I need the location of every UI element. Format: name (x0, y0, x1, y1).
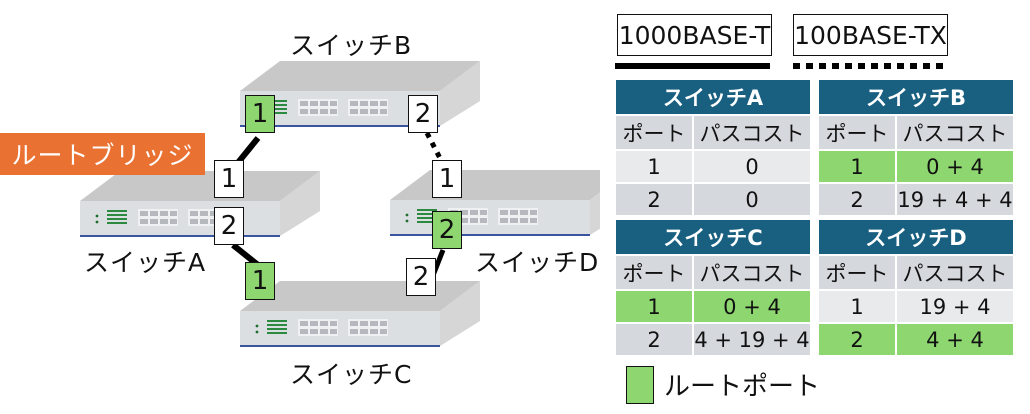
table-title: スイッチC (616, 220, 810, 254)
port-b1: 1 (245, 95, 275, 133)
root-port-legend-label: ルートポート (664, 372, 821, 402)
switch-d-device (389, 169, 600, 236)
table-title: スイッチD (819, 220, 1013, 254)
port-b2: 2 (408, 95, 438, 133)
port-d2: 2 (432, 211, 462, 249)
col-cost-header: パスコスト (694, 254, 810, 289)
network-diagram (79, 60, 600, 347)
switch-d-label: スイッチD (475, 248, 600, 277)
switch-b-label: スイッチB (290, 31, 413, 60)
legend-100base-tx: 100BASE-TX (793, 14, 948, 56)
root-bridge-badge: ルートブリッジ (0, 133, 205, 175)
col-cost-header: パスコスト (694, 114, 810, 149)
root-port-swatch (626, 366, 654, 404)
port-d1: 1 (432, 160, 462, 198)
switch-a-device (79, 170, 321, 237)
port-c2: 2 (406, 258, 436, 296)
link-a2-c1 (231, 242, 260, 268)
col-cost-header: パスコスト (897, 254, 1013, 289)
port-c1: 1 (245, 262, 275, 300)
port-a2: 2 (214, 207, 244, 245)
col-port-header: ポート (819, 254, 895, 289)
switch-a-label: スイッチA (84, 248, 207, 277)
table-title: スイッチB (819, 80, 1013, 114)
col-port-header: ポート (819, 114, 895, 149)
table-title: スイッチA (616, 80, 810, 114)
col-port-header: ポート (616, 114, 692, 149)
switch-b-device (239, 60, 481, 127)
port-a1: 1 (214, 160, 244, 198)
col-port-header: ポート (616, 254, 692, 289)
legend-dashed-line (793, 63, 945, 69)
switch-c-device (239, 280, 481, 347)
col-cost-header: パスコスト (897, 114, 1013, 149)
switch-c-label: スイッチC (290, 360, 413, 389)
legend-solid-line (615, 63, 770, 69)
legend-1000base-t: 1000BASE-T (617, 14, 772, 56)
